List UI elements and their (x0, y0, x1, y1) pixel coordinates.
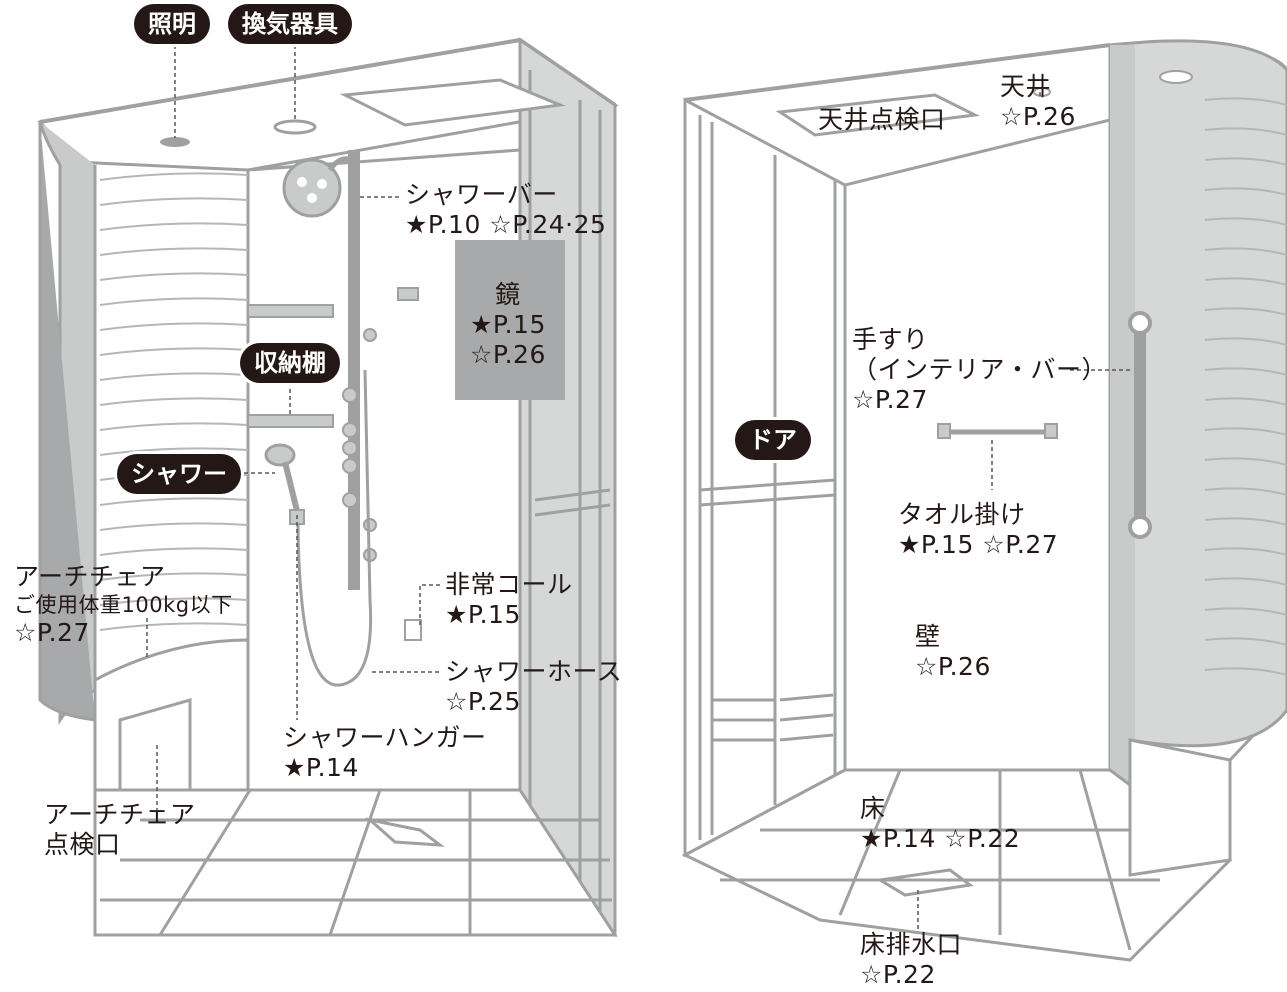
towel-bar-ref: ★P.15 ☆P.27 (898, 530, 1059, 559)
shower-hanger-ref: ★P.14 (283, 753, 359, 782)
leader-lines (146, 45, 1130, 930)
right-shower-unit (681, 39, 1287, 962)
ceiling-label: 天井 ☆P.26 (1000, 72, 1076, 132)
shower-hanger-name: シャワーハンガー (283, 723, 487, 752)
ceiling-ref: ☆P.26 (1000, 102, 1076, 131)
shower-hose-ref: ☆P.25 (445, 687, 521, 716)
emergency-call-label: 非常コール ★P.15 (445, 570, 573, 630)
mirror-ref1: ★P.15 (470, 310, 546, 339)
wall-label: 壁 ☆P.26 (915, 622, 991, 682)
ventilation-badge: 換気器具 (228, 4, 352, 44)
shower-hose-name: シャワーホース (445, 657, 623, 686)
arch-chair-inspection-line1: アーチチェア (44, 800, 196, 829)
mirror-label: 鏡 ★P.15 ☆P.26 (470, 280, 546, 370)
handrail-ref: ☆P.27 (852, 385, 928, 414)
towel-bar-name: タオル掛け (898, 500, 1026, 529)
shower-bar-label: シャワーバー ★P.10 ☆P.24·25 (405, 180, 606, 240)
handrail-name: 手すり (852, 325, 929, 354)
ceiling-inspection-name: 天井点検口 (818, 105, 946, 134)
floor-drain-name: 床排水口 (860, 930, 963, 959)
shower-hose-label: シャワーホース ☆P.25 (445, 657, 622, 717)
ceiling-name: 天井 (1000, 72, 1052, 101)
handrail-sub: （インテリア・バー） (852, 355, 1108, 384)
arch-chair-ref: ☆P.27 (14, 618, 90, 647)
floor-drain-label: 床排水口 ☆P.22 (860, 930, 962, 990)
mirror-name: 鏡 (495, 280, 521, 309)
arch-chair-inspection-line2: 点検口 (44, 830, 121, 859)
door-badge: ドア (735, 420, 811, 460)
floor-name: 床 (860, 794, 886, 823)
towel-bar-label: タオル掛け ★P.15 ☆P.27 (898, 500, 1058, 560)
floor-drain-ref: ☆P.22 (860, 960, 936, 989)
shower-badge: シャワー (117, 454, 241, 494)
shower-bar-ref: ★P.10 ☆P.24·25 (405, 210, 607, 239)
handrail-label: 手すり （インテリア・バー） ☆P.27 (852, 325, 1107, 415)
mirror-ref2: ☆P.26 (470, 340, 546, 369)
arch-chair-name: アーチチェア (14, 562, 166, 591)
floor-ref: ★P.14 ☆P.22 (860, 824, 1021, 853)
wall-ref: ☆P.26 (915, 652, 991, 681)
arch-chair-label: アーチチェア ご使用体重100kg以下 ☆P.27 (14, 562, 233, 648)
emergency-call-ref: ★P.15 (445, 600, 521, 629)
wall-name: 壁 (915, 622, 941, 651)
arch-chair-note: ご使用体重100kg以下 (14, 593, 233, 617)
shower-bar-name: シャワーバー (405, 180, 558, 209)
lighting-badge: 照明 (134, 4, 210, 44)
ceiling-inspection-label: 天井点検口 (818, 105, 946, 135)
arch-chair-inspection-label: アーチチェア 点検口 (44, 800, 196, 860)
storage-shelf-badge: 収納棚 (240, 343, 340, 383)
emergency-call-name: 非常コール (445, 570, 573, 599)
floor-label: 床 ★P.14 ☆P.22 (860, 794, 1020, 854)
shower-hanger-label: シャワーハンガー ★P.14 (283, 723, 487, 783)
